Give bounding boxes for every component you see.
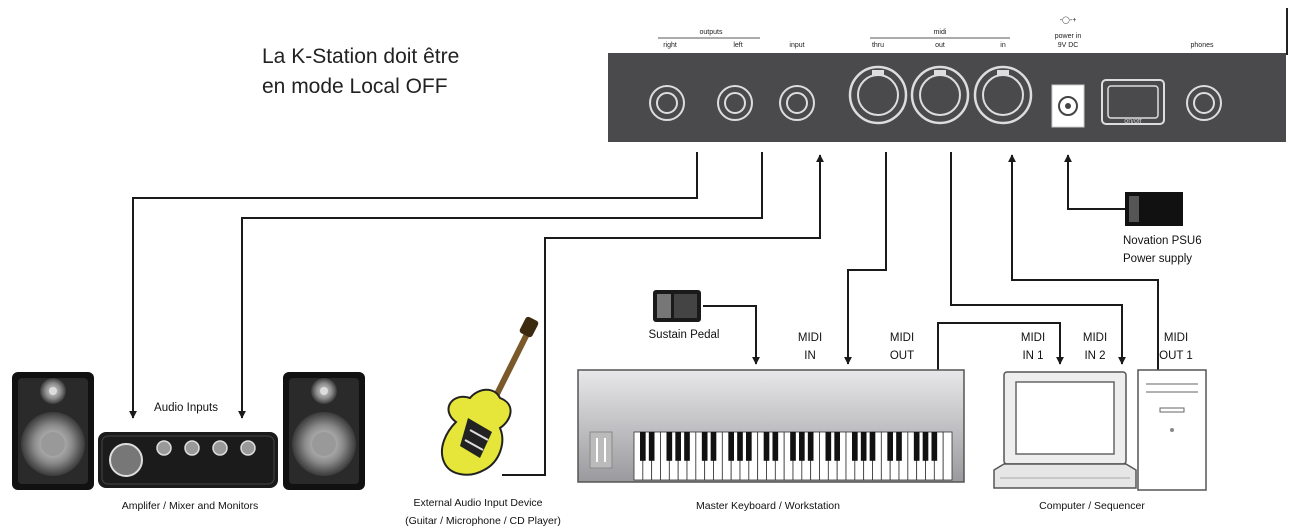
laptop-icon [993, 371, 1137, 489]
black-key [728, 432, 734, 461]
black-key [640, 432, 646, 461]
black-key [799, 432, 805, 461]
white-key [942, 431, 953, 481]
input-label: input [789, 42, 804, 49]
black-key [763, 432, 770, 461]
panel-labels: outputs right left input midi thru out i… [658, 16, 1214, 49]
right-monitor-speaker [283, 372, 365, 490]
power-socket [1051, 84, 1085, 128]
black-key [825, 432, 832, 461]
master-caption: Master Keyboard / Workstation [696, 500, 840, 512]
amp-audio-inputs-label: Audio Inputs [154, 402, 218, 414]
cables [129, 152, 1159, 476]
cable-master-to-computer-in1 [937, 322, 1064, 372]
psu-label-2: Power supply [1123, 253, 1192, 265]
black-key [852, 432, 858, 461]
black-key [913, 432, 920, 461]
keyboard-keys [633, 431, 953, 481]
black-key [922, 432, 929, 461]
black-key [666, 432, 673, 461]
black-key [675, 432, 681, 461]
cable-out-to-computer-in2 [950, 152, 1126, 365]
black-key [737, 432, 743, 461]
note-line-2: en mode Local OFF [262, 75, 448, 98]
power-supply-icon [1125, 192, 1183, 226]
left-monitor-speaker [12, 372, 94, 490]
phones-label: phones [1191, 42, 1214, 49]
computer-caption: Computer / Sequencer [1039, 500, 1145, 512]
black-key [772, 432, 779, 461]
black-key [807, 432, 814, 461]
guitar-icon [440, 316, 539, 476]
psu-label-1: Novation PSU6 [1123, 235, 1202, 247]
black-key [887, 432, 893, 461]
black-key [648, 432, 655, 461]
midi-in-label: in [1000, 42, 1006, 49]
power-switch: on/off [1101, 79, 1165, 125]
left-output-jack [717, 85, 753, 121]
master-midi-in-label-2: IN [804, 350, 816, 362]
right-output-jack [649, 85, 685, 121]
sustain-pedal-icon [653, 290, 701, 322]
ext-device-caption-1: External Audio Input Device [414, 497, 543, 509]
amp-caption: Amplifer / Mixer and Monitors [122, 500, 259, 512]
sustain-label: Sustain Pedal [649, 329, 720, 341]
master-midi-out-label-1: MIDI [890, 332, 914, 344]
computer-midi-in2-label-1: MIDI [1083, 332, 1107, 344]
outputs-group-label: outputs [700, 29, 723, 36]
cable-left-to-amp [238, 152, 763, 419]
computer-midi-in2-label-2: IN 2 [1084, 350, 1105, 362]
power-voltage-label: 9V DC [1058, 42, 1079, 49]
master-midi-in-label-1: MIDI [798, 332, 822, 344]
computer-midi-out1-label-2: OUT 1 [1159, 350, 1193, 362]
midi-group-label: midi [934, 29, 947, 36]
black-key [746, 432, 752, 461]
midi-out-label: out [935, 42, 945, 49]
black-key [931, 432, 938, 461]
cable-computer-out-to-in [1008, 154, 1159, 372]
midi-thru-port [848, 65, 908, 125]
cable-guitar-to-input [502, 154, 824, 476]
black-key [860, 432, 867, 461]
left-output-label: left [733, 42, 742, 49]
cable-psu-to-power [1064, 154, 1125, 210]
amplifier-mixer [98, 432, 278, 488]
cable-sustain-to-master [703, 305, 760, 365]
black-key [869, 432, 876, 461]
computer-midi-in1-label-2: IN 1 [1022, 350, 1043, 362]
midi-out-port [910, 65, 970, 125]
black-key [684, 432, 690, 461]
black-key [710, 432, 717, 461]
switch-label: on/off [1124, 118, 1141, 125]
audio-input-jack [779, 85, 815, 121]
power-symbol: -◯-+ [1060, 16, 1077, 24]
local-off-note: La K-Station doit être en mode Local OFF [262, 42, 459, 102]
black-key [834, 432, 840, 461]
midi-in-port [973, 65, 1033, 125]
phones-jack [1186, 85, 1222, 121]
ext-device-caption-2: (Guitar / Microphone / CD Player) [405, 515, 561, 527]
computer-midi-in1-label-1: MIDI [1021, 332, 1045, 344]
black-key [701, 432, 708, 461]
black-key [790, 432, 796, 461]
black-key [896, 432, 902, 461]
cable-right-to-amp [129, 152, 698, 419]
midi-thru-label: thru [872, 42, 884, 49]
cable-thru-to-master [844, 152, 887, 365]
right-output-label: right [663, 42, 677, 49]
power-in-label: power in [1055, 33, 1082, 40]
computer-tower-icon [1137, 369, 1207, 491]
computer-midi-out1-label-1: MIDI [1164, 332, 1188, 344]
master-midi-out-label-2: OUT [890, 350, 914, 362]
note-line-1: La K-Station doit être [262, 45, 460, 68]
k-station-rear-panel: on/off [608, 8, 1288, 142]
master-keyboard [577, 369, 965, 483]
